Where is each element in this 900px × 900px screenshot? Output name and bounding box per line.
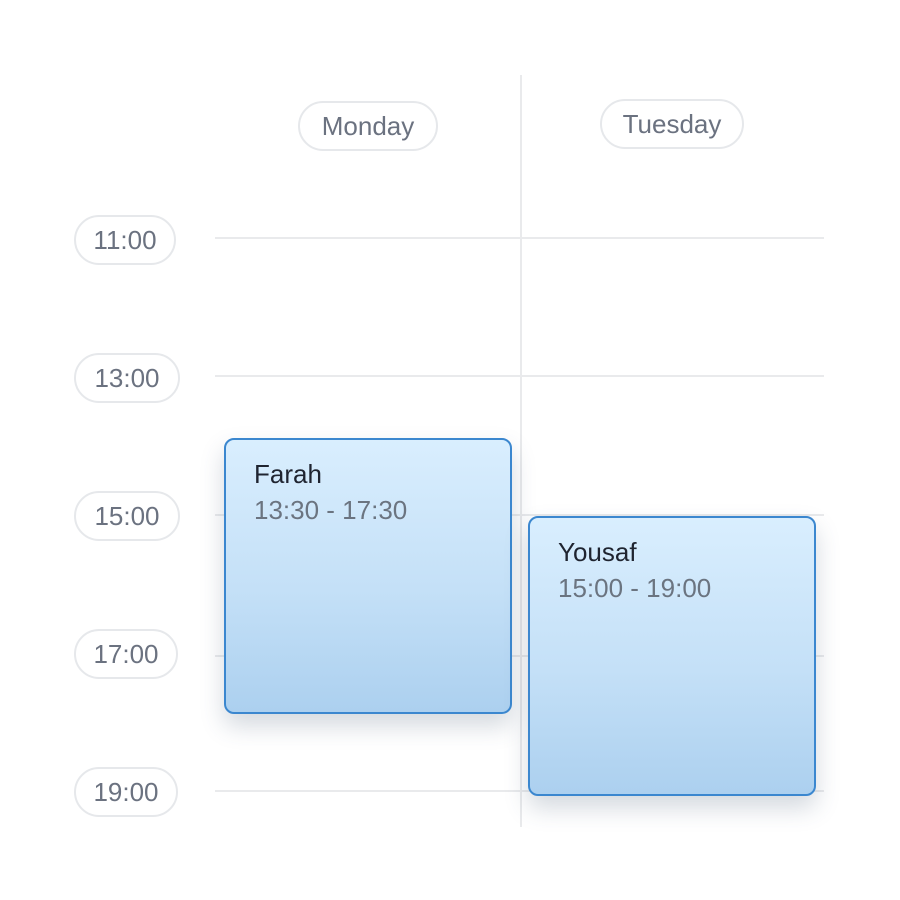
event-card-farah[interactable]: Farah 13:30 - 17:30 bbox=[224, 438, 512, 714]
event-time-range: 13:30 - 17:30 bbox=[254, 495, 408, 525]
hour-gridline-17 bbox=[215, 655, 824, 657]
time-label-13: 13:00 bbox=[74, 353, 180, 403]
time-label-15: 15:00 bbox=[74, 491, 180, 541]
time-label-11: 11:00 bbox=[74, 215, 176, 265]
event-card-yousaf[interactable]: Yousaf 15:00 - 19:00 bbox=[528, 516, 816, 796]
time-label-19: 19:00 bbox=[74, 767, 178, 817]
hour-gridline-13 bbox=[215, 375, 824, 377]
hour-gridline-19 bbox=[215, 790, 824, 792]
day-column-divider bbox=[520, 75, 522, 827]
event-title: Farah bbox=[254, 459, 322, 489]
hour-gridline-11 bbox=[215, 237, 824, 239]
hour-gridline-15 bbox=[215, 514, 824, 516]
day-header-monday[interactable]: Monday bbox=[298, 101, 438, 151]
event-title: Yousaf bbox=[558, 537, 637, 567]
event-time-range: 15:00 - 19:00 bbox=[558, 573, 712, 603]
day-header-tuesday[interactable]: Tuesday bbox=[600, 99, 744, 149]
time-label-17: 17:00 bbox=[74, 629, 178, 679]
